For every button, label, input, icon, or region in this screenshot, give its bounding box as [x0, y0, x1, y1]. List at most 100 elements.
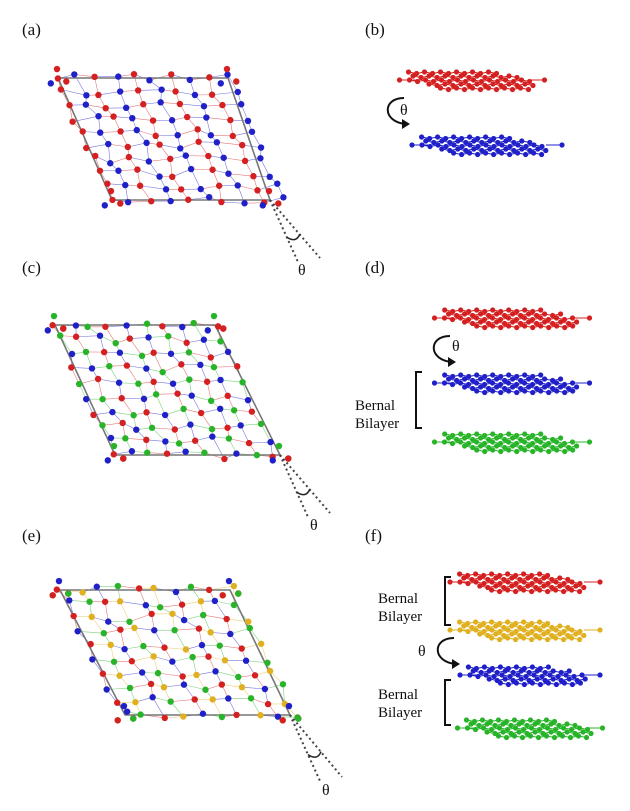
- bond: [108, 143, 128, 148]
- atom: [526, 376, 532, 382]
- atom: [480, 725, 487, 731]
- bond: [241, 686, 265, 690]
- atom: [481, 580, 487, 587]
- atom: [224, 71, 231, 78]
- atom: [515, 150, 521, 156]
- atom: [557, 583, 563, 589]
- bond: [228, 438, 250, 444]
- atom: [521, 619, 527, 625]
- atom: [485, 576, 491, 583]
- atom: [426, 81, 432, 87]
- atom: [230, 582, 238, 590]
- atom: [241, 157, 249, 165]
- atom: [481, 572, 487, 579]
- atom: [427, 135, 433, 142]
- atom: [509, 311, 516, 317]
- atom: [507, 143, 513, 150]
- atom: [463, 147, 469, 154]
- atom: [502, 320, 508, 327]
- atom: [208, 91, 216, 98]
- atom: [498, 308, 504, 315]
- atom: [239, 379, 246, 386]
- atom: [185, 349, 193, 356]
- bond: [162, 325, 183, 328]
- bond: [190, 168, 202, 190]
- atom: [148, 424, 156, 431]
- atom: [182, 646, 190, 653]
- atom: [122, 104, 130, 112]
- bond: [129, 683, 152, 689]
- atom: [91, 73, 98, 81]
- atom: [188, 392, 195, 399]
- atom: [533, 632, 539, 639]
- atom: [525, 631, 531, 637]
- atom: [483, 142, 489, 148]
- atom: [503, 734, 510, 741]
- atom: [159, 323, 166, 330]
- bond: [152, 427, 175, 430]
- atom: [502, 668, 508, 674]
- atom: [534, 436, 540, 443]
- atom: [558, 435, 564, 441]
- atom: [558, 319, 564, 325]
- atom: [102, 104, 109, 112]
- bond: [212, 699, 223, 718]
- atom: [178, 361, 185, 368]
- atom: [513, 664, 520, 670]
- atom: [463, 139, 469, 146]
- atom: [106, 362, 113, 370]
- atom: [100, 348, 108, 356]
- atom: [451, 142, 457, 148]
- atom: [489, 439, 496, 445]
- atom: [558, 376, 564, 382]
- atom: [561, 588, 567, 595]
- atom: [547, 672, 553, 678]
- twist-reference-line: [269, 199, 321, 259]
- twist-angle-arc: [307, 751, 322, 758]
- atom: [490, 388, 496, 394]
- atom: [143, 320, 151, 327]
- atom: [497, 316, 504, 323]
- atom: [482, 324, 488, 331]
- atom: [516, 721, 522, 727]
- atom: [142, 602, 150, 609]
- atom: [550, 385, 556, 392]
- atom: [465, 628, 471, 635]
- atom: [526, 443, 532, 449]
- rotation-arrow-icon: [432, 335, 453, 363]
- bond: [136, 129, 156, 137]
- atom: [490, 372, 496, 378]
- bond: [191, 395, 212, 402]
- atom: [541, 631, 547, 637]
- atom: [523, 673, 529, 680]
- atom: [498, 373, 504, 380]
- bond: [96, 585, 118, 588]
- atom: [554, 447, 560, 453]
- bond: [156, 393, 178, 395]
- atom: [467, 134, 473, 140]
- atom: [453, 69, 460, 75]
- atom: [126, 684, 134, 692]
- atom: [110, 658, 118, 665]
- atom: [145, 334, 152, 341]
- bond: [129, 613, 152, 623]
- atom: [597, 672, 603, 678]
- atom: [560, 725, 567, 731]
- panel-label-b: (b): [365, 20, 385, 39]
- atom: [110, 451, 117, 458]
- bond: [232, 131, 253, 137]
- atom: [454, 77, 461, 83]
- bond: [191, 395, 202, 414]
- atom: [443, 135, 449, 142]
- atom: [510, 78, 517, 85]
- atom: [513, 588, 519, 595]
- bond: [180, 141, 199, 149]
- corner-atom: [235, 590, 242, 597]
- bond: [128, 200, 152, 203]
- atom: [114, 699, 121, 706]
- atom: [439, 138, 445, 144]
- atom: [473, 619, 479, 625]
- atom: [140, 395, 148, 403]
- atom: [545, 620, 551, 627]
